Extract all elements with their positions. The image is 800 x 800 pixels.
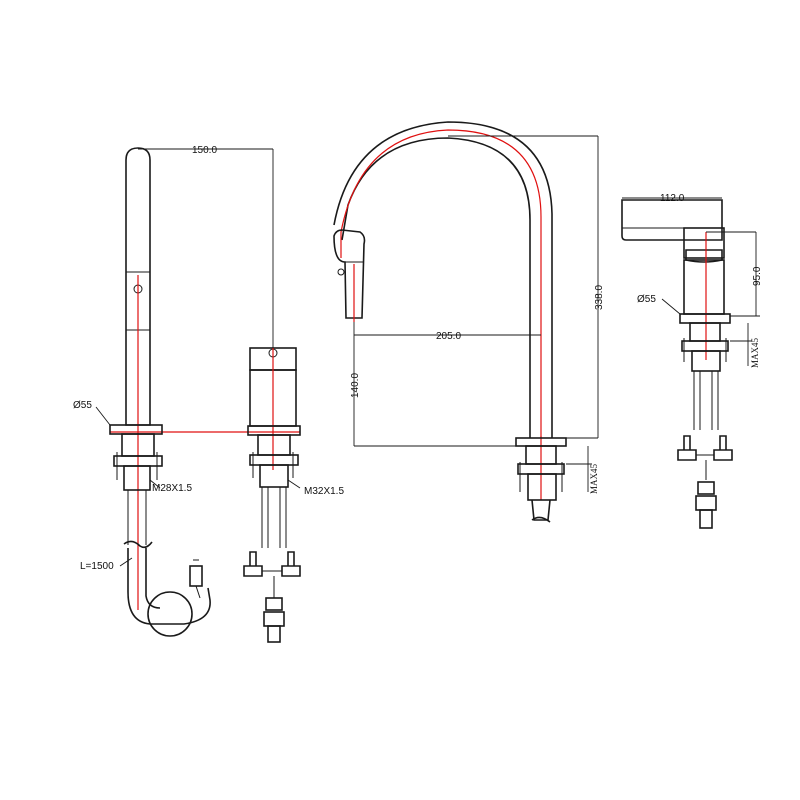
view-mixer-side: 112.0 95.0 Ø55 MAX45 [621,193,763,529]
dia-right-leader [661,298,681,315]
side-hose [531,499,551,521]
dim-150-label: 150.0 [192,145,217,156]
hose-length-leader [119,557,133,567]
view-side-gooseneck: 205.0 140.0 338.0 MAX45 [333,121,605,523]
dia-right-label: Ø55 [637,294,656,305]
mixer-side-head [683,227,725,259]
mixer-side-valve-left [677,435,697,461]
mixer-side-shank [691,350,721,372]
thread-right-label: M32X1.5 [304,486,344,497]
side-shank [527,473,557,501]
hose-weight [147,591,193,637]
mixer-side-collar [689,322,721,342]
mixer-collar [257,434,291,456]
mixer-side-connector-2 [695,495,717,511]
mixer-lever [621,199,723,241]
hose-connector-line [195,585,201,599]
mixer-base-plate [247,425,301,436]
spray-head-button-icon [337,268,345,276]
hose-loop [127,548,211,625]
spray-head [333,229,366,319]
mixer-lower-connector [265,597,283,611]
mixer-lower-connector-3 [267,625,281,643]
mixer-side-connector [697,481,715,495]
spray-wand-base-plate [109,424,163,435]
mixer-side-body [683,259,725,315]
dim-95-label: 95.0 [752,266,763,286]
mixer-side-connector-3 [699,509,713,529]
spray-wand-body [125,147,151,426]
mixer-nut [249,454,299,466]
hose-break-mark [123,540,153,549]
spray-wand-shank [123,465,151,491]
thread-right-leader [287,479,301,489]
mixer-side-valve-right [713,435,733,461]
hose-connector [189,565,203,587]
spout-outer [341,137,531,438]
dia-left-label: Ø55 [73,400,92,411]
view-front-assembly: 150.0 Ø55 M28X1.5 M32X1.5 L=1500 [73,145,344,643]
mixer-side-base-plate [679,313,731,324]
side-hose-break [531,516,551,523]
dim-112-label: 112.0 [660,193,685,204]
hose-length-label: L=1500 [80,561,114,572]
mixer-lower-connector-2 [263,611,285,627]
max45-side-label: MAX45 [589,463,599,494]
dia-left-leader [95,406,111,426]
dim-140-label: 140.0 [350,373,361,398]
mixer-shank [259,464,289,488]
dim-205-label: 205.0 [436,331,461,342]
mixer-valve-left [243,551,263,577]
mixer-valve-right [281,551,301,577]
spout-centerline [340,129,542,438]
mixer-side-nut [681,340,729,352]
thread-left-label: M28X1.5 [152,483,192,494]
spout-inner [333,121,553,438]
max45-mixer-label: MAX45 [750,337,760,368]
thread-left-leader [149,479,161,489]
dim-338-label: 338.0 [594,285,605,310]
